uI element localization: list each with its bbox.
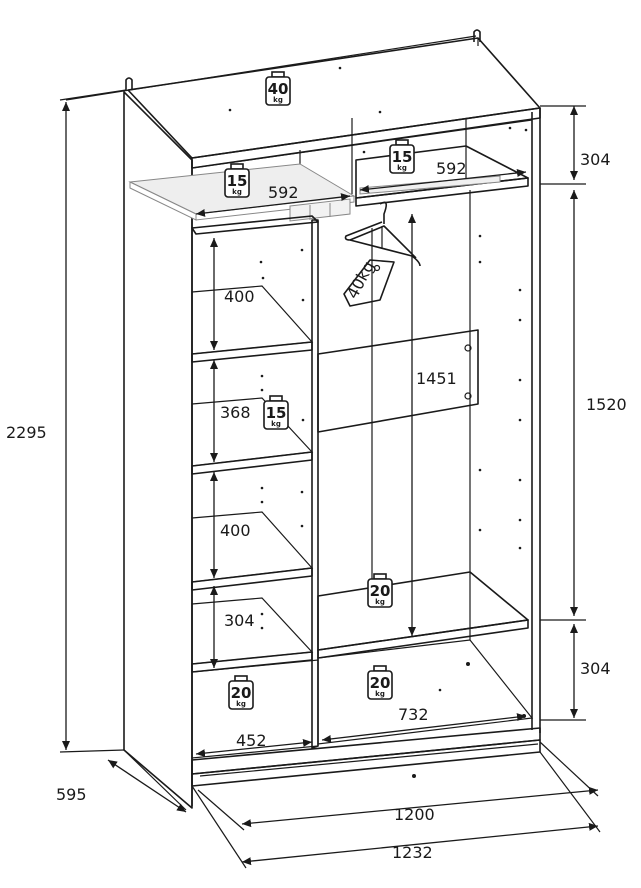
outer-width-label: 1232 bbox=[392, 843, 433, 862]
hanging-drop-label: 1451 bbox=[416, 369, 457, 388]
weight-top-unit: kg bbox=[273, 96, 283, 104]
weight-icon-left-floor: 20 kg bbox=[228, 675, 254, 710]
left-gap-2-label: 368 bbox=[220, 403, 251, 422]
weight-right-floor-value: 20 bbox=[370, 674, 391, 692]
weight-left-middle-value: 15 bbox=[266, 404, 287, 422]
weight-left-floor-value: 20 bbox=[231, 684, 252, 702]
weight-right-floor-unit: kg bbox=[375, 690, 385, 698]
left-top-shelf-width-label: 592 bbox=[268, 183, 299, 202]
weight-icon-left-middle-shelf: 15 kg bbox=[263, 395, 289, 430]
weight-top-right-value: 15 bbox=[392, 148, 413, 166]
weight-right-bottom-value: 20 bbox=[370, 582, 391, 600]
left-gap-1-label: 400 bbox=[224, 287, 255, 306]
dimension-labels: 2295 595 304 1520 304 592 592 1451 400 3… bbox=[6, 150, 627, 862]
weight-top-right-unit: kg bbox=[397, 164, 407, 172]
hanger-icon: 40kg bbox=[343, 201, 421, 307]
weight-icon-right-bottom-shelf: 20 kg bbox=[367, 573, 393, 608]
weight-right-bottom-unit: kg bbox=[375, 598, 385, 606]
bottom-compartment-label: 304 bbox=[580, 659, 611, 678]
weight-top-value: 40 bbox=[268, 80, 289, 98]
left-gap-3-label: 400 bbox=[220, 521, 251, 540]
weight-icon-right-floor: 20 kg bbox=[367, 665, 393, 700]
inner-width-label: 1200 bbox=[394, 805, 435, 824]
dimension-lines bbox=[59, 35, 601, 869]
weight-left-floor-unit: kg bbox=[236, 700, 246, 708]
left-bottom-width-label: 452 bbox=[236, 731, 267, 750]
right-bottom-width-label: 732 bbox=[398, 705, 429, 724]
top-compartment-label: 304 bbox=[580, 150, 611, 169]
left-gap-4-label: 304 bbox=[224, 611, 255, 630]
right-door-panel bbox=[317, 329, 479, 433]
weight-top-left-unit: kg bbox=[232, 188, 242, 196]
right-bottom-shelf bbox=[317, 571, 529, 659]
wardrobe-carcass bbox=[123, 37, 541, 809]
right-top-shelf-width-label: 592 bbox=[436, 159, 467, 178]
hanger-tag-label: 40kg bbox=[343, 258, 378, 302]
hanging-height-label: 1520 bbox=[586, 395, 627, 414]
weight-icon-top: 40 kg bbox=[265, 71, 291, 106]
weight-top-left-value: 15 bbox=[227, 172, 248, 190]
top-hinges bbox=[125, 29, 481, 90]
weight-left-middle-unit: kg bbox=[271, 420, 281, 428]
weight-icon-top-left-shelf: 15 kg bbox=[224, 163, 250, 198]
left-shelves bbox=[191, 285, 314, 673]
weight-icon-top-right-shelf: 15 kg bbox=[389, 139, 415, 174]
depth-label: 595 bbox=[56, 785, 87, 804]
total-height-label: 2295 bbox=[6, 423, 47, 442]
left-top-panel bbox=[191, 215, 319, 235]
